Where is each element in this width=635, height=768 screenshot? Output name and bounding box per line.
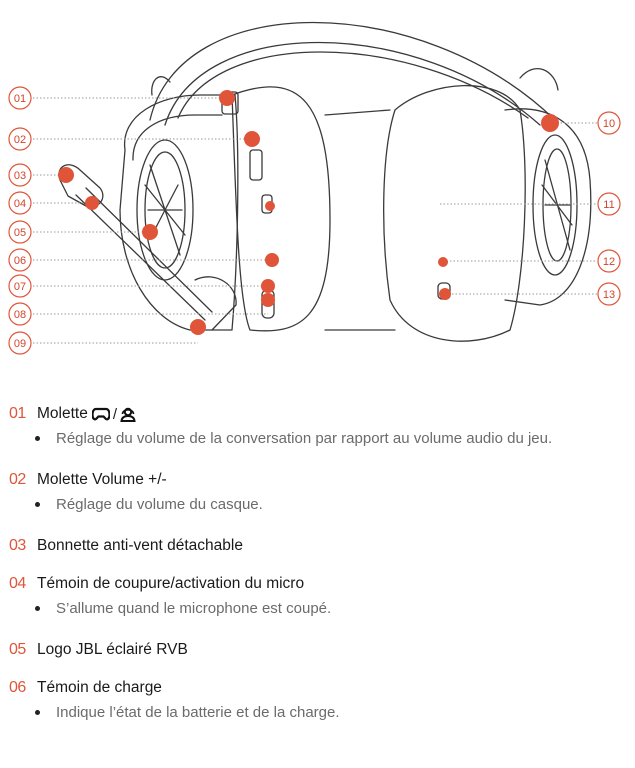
legend: 01 Molette / Réglage du volume de la con… xyxy=(0,402,635,724)
legend-title: Logo JBL éclairé RVB xyxy=(37,641,188,658)
callout-circle-13 xyxy=(597,282,621,306)
legend-entry-01: 01 Molette / Réglage du volume de la con… xyxy=(0,402,635,468)
callout-label-05: 05 xyxy=(14,227,26,239)
mic-boom xyxy=(75,187,213,321)
callout-label-13: 13 xyxy=(603,289,615,301)
callout-circle-03 xyxy=(8,163,32,187)
right-cushion xyxy=(383,84,526,342)
legend-entry-05: 05 Logo JBL éclairé RVB xyxy=(0,638,635,676)
marker-01 xyxy=(219,90,235,106)
callout-label-01: 01 xyxy=(14,93,26,105)
callout-circle-06 xyxy=(8,248,32,272)
legend-title: Témoin de charge xyxy=(37,679,162,696)
legend-number: 06 xyxy=(9,679,26,696)
legend-title: Témoin de coupure/activation du micro xyxy=(37,575,305,592)
headset-person-icon xyxy=(120,407,136,422)
callout-circle-12 xyxy=(597,249,621,273)
callout-label-11: 11 xyxy=(603,199,614,211)
bullet-dot-icon xyxy=(35,436,40,441)
marker-10 xyxy=(541,114,559,132)
legend-number: 05 xyxy=(9,641,26,658)
marker-06 xyxy=(265,253,279,267)
marker-09 xyxy=(190,319,206,335)
legend-title: Molette Volume +/- xyxy=(37,471,167,488)
legend-entry-04: 04 Témoin de coupure/activation du micro… xyxy=(0,572,635,638)
callout-circle-08 xyxy=(8,302,32,326)
callout-label-06: 06 xyxy=(14,255,26,267)
callout-label-02: 02 xyxy=(14,134,26,146)
legend-bullet-text: Réglage du volume de la conversation par… xyxy=(56,429,553,447)
legend-number: 03 xyxy=(9,537,26,554)
legend-bullet-text: S’allume quand le microphone est coupé. xyxy=(56,599,332,617)
callout-label-07: 07 xyxy=(14,281,26,293)
legend-bullet-text: Indique l’état de la batterie et de la c… xyxy=(56,703,340,721)
bullet-dot-icon xyxy=(35,502,40,507)
callout-circle-05 xyxy=(8,220,32,244)
callout-circle-07 xyxy=(8,274,32,298)
marker-04 xyxy=(85,196,99,210)
legend-number: 02 xyxy=(9,471,26,488)
callout-circle-04 xyxy=(8,191,32,215)
left-earcup-grille xyxy=(136,139,194,281)
legend-title: Molette xyxy=(37,405,88,422)
marker-13 xyxy=(439,288,451,300)
legend-bullet: Réglage du volume du casque. xyxy=(35,492,635,516)
headset-diagram: 01 02 03 04 05 06 07 08 09 10 11 12 13 xyxy=(8,21,621,355)
legend-bullet: Indique l’état de la batterie et de la c… xyxy=(35,700,635,724)
marker-07 xyxy=(261,279,275,293)
legend-bullet: Réglage du volume de la conversation par… xyxy=(35,426,635,450)
marker-08 xyxy=(261,293,275,307)
right-earcup-grille xyxy=(532,134,578,276)
legend-number: 04 xyxy=(9,575,26,592)
callout-circle-09 xyxy=(8,331,32,355)
legend-bullet: S’allume quand le microphone est coupé. xyxy=(35,596,635,620)
legend-number: 01 xyxy=(9,405,26,422)
callout-circle-11 xyxy=(597,192,621,216)
marker-05 xyxy=(142,224,158,240)
callout-label-03: 03 xyxy=(14,170,26,182)
legend-entry-06: 06 Témoin de charge Indique l’état de la… xyxy=(0,676,635,724)
callout-label-09: 09 xyxy=(14,338,26,350)
callout-label-04: 04 xyxy=(14,198,26,210)
callout-circle-02 xyxy=(8,127,32,151)
gamepad-icon xyxy=(91,407,110,421)
callout-circle-10 xyxy=(597,111,621,135)
bullet-dot-icon xyxy=(35,606,40,611)
callout-label-08: 08 xyxy=(14,309,26,321)
bullet-dot-icon xyxy=(35,710,40,715)
legend-title: Bonnette anti-vent détachable xyxy=(37,537,243,554)
marker-11 xyxy=(265,201,275,211)
marker-02 xyxy=(244,131,260,147)
right-earcup-shell xyxy=(504,108,592,306)
callout-label-12: 12 xyxy=(603,256,615,268)
icon-separator: / xyxy=(112,405,118,423)
headband xyxy=(149,21,556,121)
legend-icons: / xyxy=(91,405,136,423)
marker-12 xyxy=(438,257,448,267)
marker-03 xyxy=(58,167,74,183)
legend-bullet-text: Réglage du volume du casque. xyxy=(56,495,263,513)
callout-circle-01 xyxy=(8,86,32,110)
legend-entry-03: 03 Bonnette anti-vent détachable xyxy=(0,534,635,572)
callout-label-10: 10 xyxy=(603,118,615,130)
left-cushion xyxy=(231,86,331,332)
legend-entry-02: 02 Molette Volume +/- Réglage du volume … xyxy=(0,468,635,534)
